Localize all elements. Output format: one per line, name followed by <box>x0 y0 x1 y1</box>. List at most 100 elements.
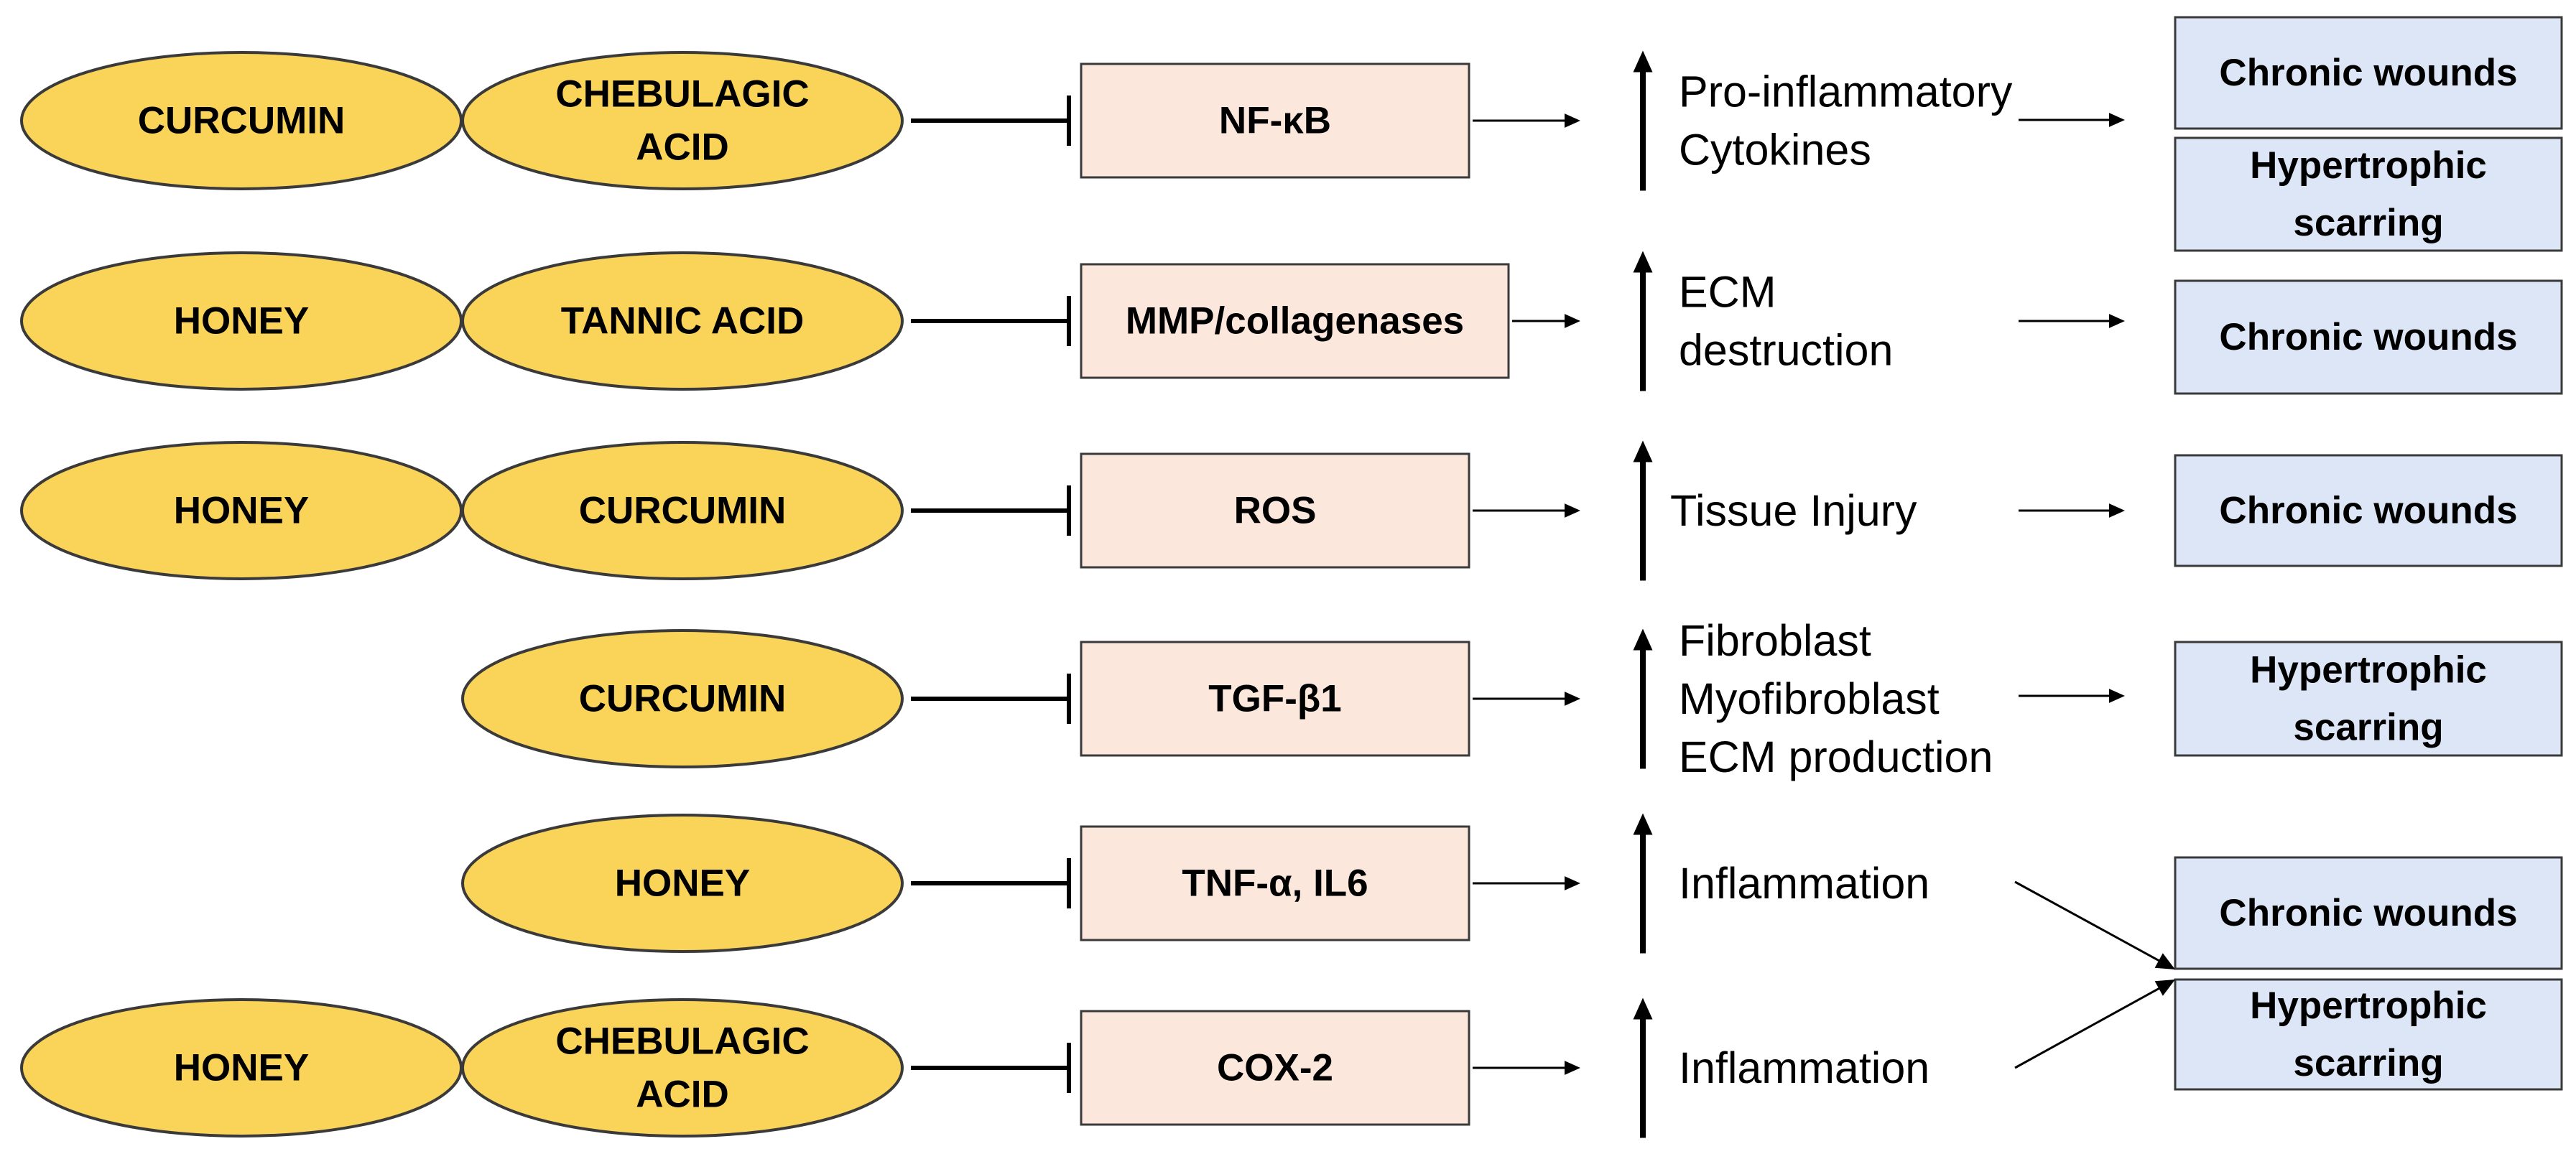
agent-ellipse <box>461 998 904 1138</box>
effect-label-line: destruction <box>1679 326 1893 375</box>
outcome-box-shape <box>2174 641 2563 757</box>
outcome-label: Chronic wounds <box>2219 490 2517 532</box>
target-box: MMP/collagenases <box>1080 263 1510 379</box>
agent-label: TANNIC ACID <box>561 300 805 343</box>
effect-label: Tissue Injury <box>1670 486 1917 535</box>
agent-ellipse-shape <box>461 998 904 1138</box>
converging-arrow-lower <box>2014 985 2163 1069</box>
target-box: ROS <box>1080 452 1470 569</box>
outcome-label-line: Hypertrophic <box>2250 649 2487 692</box>
outcome-label: Chronic wounds <box>2219 52 2517 94</box>
converging-arrow-lower-head <box>2154 980 2175 996</box>
outcome-label: Hypertrophic scarring <box>2250 649 2487 749</box>
outcome-box-shape <box>2174 978 2563 1091</box>
outcome-label-line: Chronic wounds <box>2219 490 2517 532</box>
outcome-box-shape <box>2174 856 2563 970</box>
effect-label: Inflammation <box>1679 859 1929 908</box>
agent-label: HONEY <box>174 300 309 343</box>
effect-label-line: Cytokines <box>1679 126 1871 175</box>
agent-label-line: CURCUMIN <box>579 678 787 720</box>
outcome-box-shape <box>2174 454 2563 567</box>
agent-label: CURCUMIN <box>579 678 787 720</box>
effect-to-outcome-arrow-head <box>2109 113 2125 127</box>
outcome-box-shape <box>2174 279 2563 395</box>
agent-label-line: HONEY <box>174 300 309 343</box>
outcome-box <box>2174 16 2563 130</box>
target-to-effect-arrow-head <box>1565 1061 1580 1075</box>
effect-label-line: Fibroblast <box>1679 616 1871 665</box>
agent-ellipse-shape <box>461 51 904 190</box>
agent-ellipse-shape <box>461 441 904 580</box>
target-box: TNF-α, IL6 <box>1080 825 1470 941</box>
agent-label-line: CHEBULAGIC <box>555 73 809 116</box>
target-box-shape <box>1080 641 1470 757</box>
outcome-box <box>2174 454 2563 567</box>
outcome-label-line: Hypertrophic <box>2250 985 2487 1027</box>
target-box-shape <box>1080 452 1470 569</box>
outcome-box <box>2174 279 2563 395</box>
outcome-label-line: Hypertrophic <box>2250 144 2487 187</box>
outcome-label-line: scarring <box>2293 202 2443 244</box>
target-label: NF-κB <box>1219 100 1331 142</box>
agent-ellipse <box>461 51 904 190</box>
effect-label: Inflammation <box>1679 1043 1929 1092</box>
target-label: COX-2 <box>1217 1047 1333 1089</box>
agent-label-line: TANNIC ACID <box>561 300 805 343</box>
increase-arrow-head <box>1633 997 1653 1020</box>
effect-label-line: Tissue Injury <box>1670 486 1917 535</box>
converging-arrow-upper <box>2014 880 2163 964</box>
agent-label-line: CURCUMIN <box>579 490 787 532</box>
agent-label: CHEBULAGIC ACID <box>555 1020 809 1116</box>
outcome-label: Hypertrophic scarring <box>2250 985 2487 1084</box>
outcome-box <box>2174 136 2563 252</box>
agent-ellipse-shape <box>461 251 904 391</box>
outcome-label-line: Chronic wounds <box>2219 316 2517 358</box>
agent-ellipse-shape <box>461 814 904 953</box>
pathway-row: COX-2 Inflammation <box>20 998 1929 1138</box>
target-box-shape <box>1080 1010 1470 1126</box>
agent-label-line: HONEY <box>615 862 750 905</box>
agent-ellipse <box>461 251 904 391</box>
effect-to-outcome-arrow-head <box>2109 503 2125 518</box>
agent-label-line: ACID <box>636 1074 729 1116</box>
agent-label: CURCUMIN <box>138 100 346 142</box>
outcome-label: Chronic wounds <box>2219 892 2517 934</box>
increase-arrow-head <box>1633 813 1653 835</box>
outcome-label-line: scarring <box>2293 707 2443 749</box>
agent-ellipse-shape <box>461 629 904 768</box>
target-box: COX-2 <box>1080 1010 1470 1126</box>
increase-arrow-head <box>1633 251 1653 273</box>
pathway-row: TNF-α, IL6 Inflammation <box>461 814 1929 953</box>
outcome-box <box>2174 641 2563 757</box>
converging-arrow-upper-head <box>2154 953 2175 969</box>
effect-label-line: Myofibroblast <box>1679 674 1940 723</box>
outcome-label-line: Chronic wounds <box>2219 892 2517 934</box>
target-to-effect-arrow-head <box>1565 503 1580 518</box>
increase-arrow-head <box>1633 440 1653 462</box>
agent-ellipse <box>461 629 904 768</box>
effect-label-line: Inflammation <box>1679 859 1929 908</box>
target-to-effect-arrow-head <box>1565 314 1580 328</box>
outcome-label-line: Chronic wounds <box>2219 52 2517 94</box>
target-box-shape <box>1080 263 1510 379</box>
target-box-shape <box>1080 62 1470 179</box>
effect-label-line: ECM production <box>1679 732 1993 781</box>
effect-label-line: Inflammation <box>1679 1043 1929 1092</box>
agent-ellipse <box>461 814 904 953</box>
agent-label-line: HONEY <box>174 490 309 532</box>
agent-label: HONEY <box>615 862 750 905</box>
agent-label-line: CURCUMIN <box>138 100 346 142</box>
target-box: NF-κB <box>1080 62 1470 179</box>
effect-label-line: ECM <box>1679 268 1776 317</box>
effect-to-outcome-arrow-head <box>2109 689 2125 703</box>
agent-label: HONEY <box>174 490 309 532</box>
agent-label-line: CHEBULAGIC <box>555 1020 809 1063</box>
outcome-label-line: scarring <box>2293 1042 2443 1084</box>
target-to-effect-arrow-head <box>1565 876 1580 890</box>
